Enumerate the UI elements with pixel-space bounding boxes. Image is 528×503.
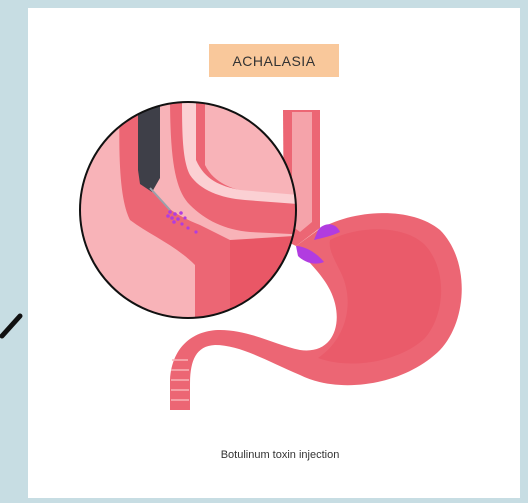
title-badge: ACHALASIA [209, 44, 339, 77]
endoscope [138, 90, 160, 192]
magnified-view [70, 90, 310, 330]
slash-mark [2, 316, 20, 336]
caption: Botulinum toxin injection [160, 449, 400, 461]
